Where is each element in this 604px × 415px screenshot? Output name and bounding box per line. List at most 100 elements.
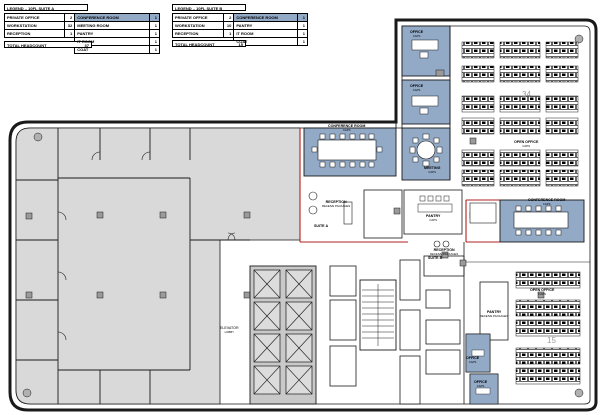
legend-label: PRIVATE OFFICE: [3, 13, 66, 22]
legend-label: CONFERENCE ROOM: [74, 13, 150, 22]
legend-label: IT ROOM: [233, 29, 298, 38]
workstations-suite-b: [515, 271, 581, 385]
legend-label: MEETING ROOM: [74, 21, 150, 30]
legend-label: PANTRY: [233, 21, 298, 30]
room-label-office-b1: OFFICE CAPS: [466, 356, 479, 364]
legend-total: TOTAL HEADCOUNT 15: [172, 40, 246, 47]
legend-row: WORKSTATION 32 MEETING ROOM 1: [3, 21, 160, 30]
room-name: PANTRY: [486, 310, 502, 314]
legend-label: WORKSTATION: [3, 21, 66, 30]
room-sub: CAPS: [342, 128, 351, 132]
room-label-office-mid: OFFICE CAPS: [410, 84, 423, 92]
room-name: OFFICE: [474, 380, 488, 384]
legend-count: 1: [149, 21, 160, 30]
room-sub: CAPS: [538, 292, 546, 296]
legend-row: RECEPTION 1 IT ROOM 1: [171, 29, 308, 38]
legend-count: 1: [297, 37, 308, 46]
legend-count: 2: [223, 13, 235, 22]
area-number-suite-b: 15: [547, 336, 556, 345]
suite-name: SUITE A: [314, 224, 329, 228]
legend-title: LEGEND – 10FL SUITE B: [172, 4, 246, 11]
legend-row: WORKSTATION 10 PANTRY 1: [171, 21, 308, 30]
legend-label: RECEPTION: [3, 29, 66, 38]
room-name: MEETING: [424, 166, 441, 170]
room-sub: CAPS: [542, 202, 551, 206]
left-wing-partitions: [16, 128, 250, 404]
legend-label: CONFERENCE ROOM: [233, 13, 298, 22]
legend-label: PRIVATE OFFICE: [171, 13, 225, 22]
building-core: [249, 259, 421, 405]
area-number-suite-a: 34: [522, 90, 531, 99]
legend-total-value: 15: [238, 42, 243, 47]
room-label-conference-b: CONFERENCE ROOM CAPS: [528, 198, 565, 206]
room-label-reception-a: RECEPTION RECEIVE PACKAGES: [322, 200, 350, 208]
legend-total-label: TOTAL HEADCOUNT: [7, 43, 47, 48]
legend-count: 1: [297, 13, 308, 22]
legend-title: LEGEND – 10FL SUITE A: [4, 4, 88, 11]
suite-tag-b: SUITE B: [428, 256, 442, 260]
room-sub: CAPS: [522, 144, 530, 148]
private-office-top: [401, 25, 451, 77]
legend-count: 1: [297, 29, 308, 38]
room-sub: CAPS: [412, 34, 421, 38]
workstations-suite-a: [461, 41, 579, 187]
legend-total-label: TOTAL HEADCOUNT: [175, 42, 215, 47]
legend-row: PRIVATE OFFICE 2 CONFERENCE ROOM 1: [3, 13, 160, 22]
room-sub: CAPS: [476, 384, 485, 388]
legend-label: RECEPTION: [171, 29, 225, 38]
room-name: OFFICE: [410, 84, 424, 88]
room-name: OPEN OFFICE: [530, 288, 555, 292]
legend-suite-a: LEGEND – 10FL SUITE A PRIVATE OFFICE 2 C…: [3, 4, 160, 54]
suite-tag-a: SUITE A: [314, 224, 328, 228]
legend-table: PRIVATE OFFICE 2 CONFERENCE ROOM 1 WORKS…: [3, 13, 160, 54]
room-label-elevator-lobby: ELEVATOR LOBBY: [220, 326, 239, 334]
legend-count: 1: [297, 21, 308, 30]
legend-suite-b: LEGEND – 10FL SUITE B PRIVATE OFFICE 2 C…: [171, 4, 308, 47]
room-name: ELEVATOR: [220, 326, 239, 330]
room-label-office-b2: OFFICE CAPS: [474, 380, 487, 388]
suite-name: SUITE B: [428, 256, 443, 260]
room-name: OPEN OFFICE: [514, 140, 539, 144]
legend-count: 1: [64, 29, 76, 38]
room-name: CONFERENCE ROOM: [328, 124, 366, 128]
demising-walls: [299, 128, 500, 243]
room-sub: CAPS: [412, 88, 421, 92]
room-name: OFFICE: [410, 30, 424, 34]
legend-count: 2: [64, 13, 76, 22]
room-label-pantry-b: PANTRY RECEIVE PACKAGES: [480, 310, 508, 318]
legend-label: WORKSTATION: [171, 21, 225, 30]
legend-count: 1: [149, 45, 160, 54]
private-office-mid: [401, 79, 451, 125]
room-sub: CAPS: [428, 170, 436, 174]
room-label-reception-b: RECEPTION RECEIVE PACKAGES: [430, 248, 458, 256]
legend-row: PRIVATE OFFICE 2 CONFERENCE ROOM 1: [171, 13, 308, 22]
room-sub: CAPS: [468, 360, 477, 364]
legend-count: 10: [223, 21, 235, 30]
room-label-open-office-b: OPEN OFFICE CAPS: [530, 288, 554, 296]
room-sub: LOBBY: [224, 330, 234, 334]
legend-row: COAT 1: [5, 45, 160, 54]
room-sub: RECEIVE PACKAGES: [480, 314, 509, 318]
room-name: CONFERENCE ROOM: [528, 198, 566, 202]
legend-row: RECEPTION 1 PANTRY 1: [3, 29, 160, 38]
room-name: OFFICE: [466, 356, 480, 360]
room-label-meeting: MEETING CAPS: [424, 166, 440, 174]
legend-count: 1: [149, 13, 160, 22]
legend-count: 1: [223, 29, 235, 38]
legend-count: 1: [149, 29, 160, 38]
room-name: RECEPTION: [325, 200, 347, 204]
room-name: PANTRY: [426, 214, 441, 218]
room-sub: CAPS: [429, 218, 437, 222]
legend-count: 32: [64, 21, 76, 30]
legend-total-value: 37: [84, 43, 89, 48]
room-label-office-top: OFFICE CAPS: [410, 30, 423, 38]
legend-label: COAT: [233, 37, 298, 46]
room-name: RECEPTION: [433, 248, 455, 252]
legend-label: PANTRY: [74, 29, 150, 38]
legend-table: PRIVATE OFFICE 2 CONFERENCE ROOM 1 WORKS…: [171, 13, 308, 46]
room-label-pantry-a: PANTRY CAPS: [426, 214, 440, 222]
room-sub: RECEIVE PACKAGES: [430, 252, 459, 256]
room-label-conference-a: CONFERENCE ROOM CAPS: [328, 124, 365, 132]
